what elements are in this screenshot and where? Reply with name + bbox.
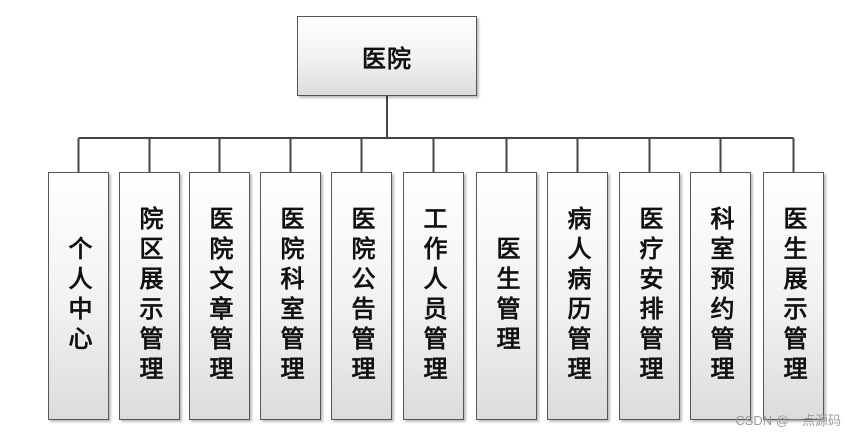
root-label: 医院 [362, 44, 412, 73]
node-label: 医生管理 [492, 236, 520, 356]
watermark: CSDN @一点源码 [735, 413, 841, 428]
root-node: 医院 [297, 16, 477, 96]
node-hospital-departments: 医院科室管理 [260, 172, 321, 420]
node-medical-schedule: 医疗安排管理 [619, 172, 680, 420]
node-patient-records: 病人病历管理 [547, 172, 608, 420]
node-label: 个人中心 [64, 236, 92, 356]
node-department-appointments: 科室预约管理 [690, 172, 751, 420]
node-staff: 工作人员管理 [403, 172, 464, 420]
node-label: 医生展示管理 [779, 206, 807, 386]
node-hospital-notices: 医院公告管理 [331, 172, 392, 420]
node-label: 工作人员管理 [419, 206, 447, 386]
node-doctors: 医生管理 [476, 172, 537, 420]
node-label: 科室预约管理 [706, 206, 734, 386]
node-label: 医院文章管理 [205, 206, 233, 386]
node-doctor-display: 医生展示管理 [763, 172, 824, 420]
node-hospital-articles: 医院文章管理 [189, 172, 250, 420]
node-personal-center: 个人中心 [48, 172, 109, 420]
node-label: 院区展示管理 [135, 206, 163, 386]
node-campus-display: 院区展示管理 [119, 172, 180, 420]
node-label: 医院科室管理 [276, 206, 304, 386]
node-label: 医疗安排管理 [635, 206, 663, 386]
node-label: 病人病历管理 [563, 206, 591, 386]
node-label: 医院公告管理 [347, 206, 375, 386]
